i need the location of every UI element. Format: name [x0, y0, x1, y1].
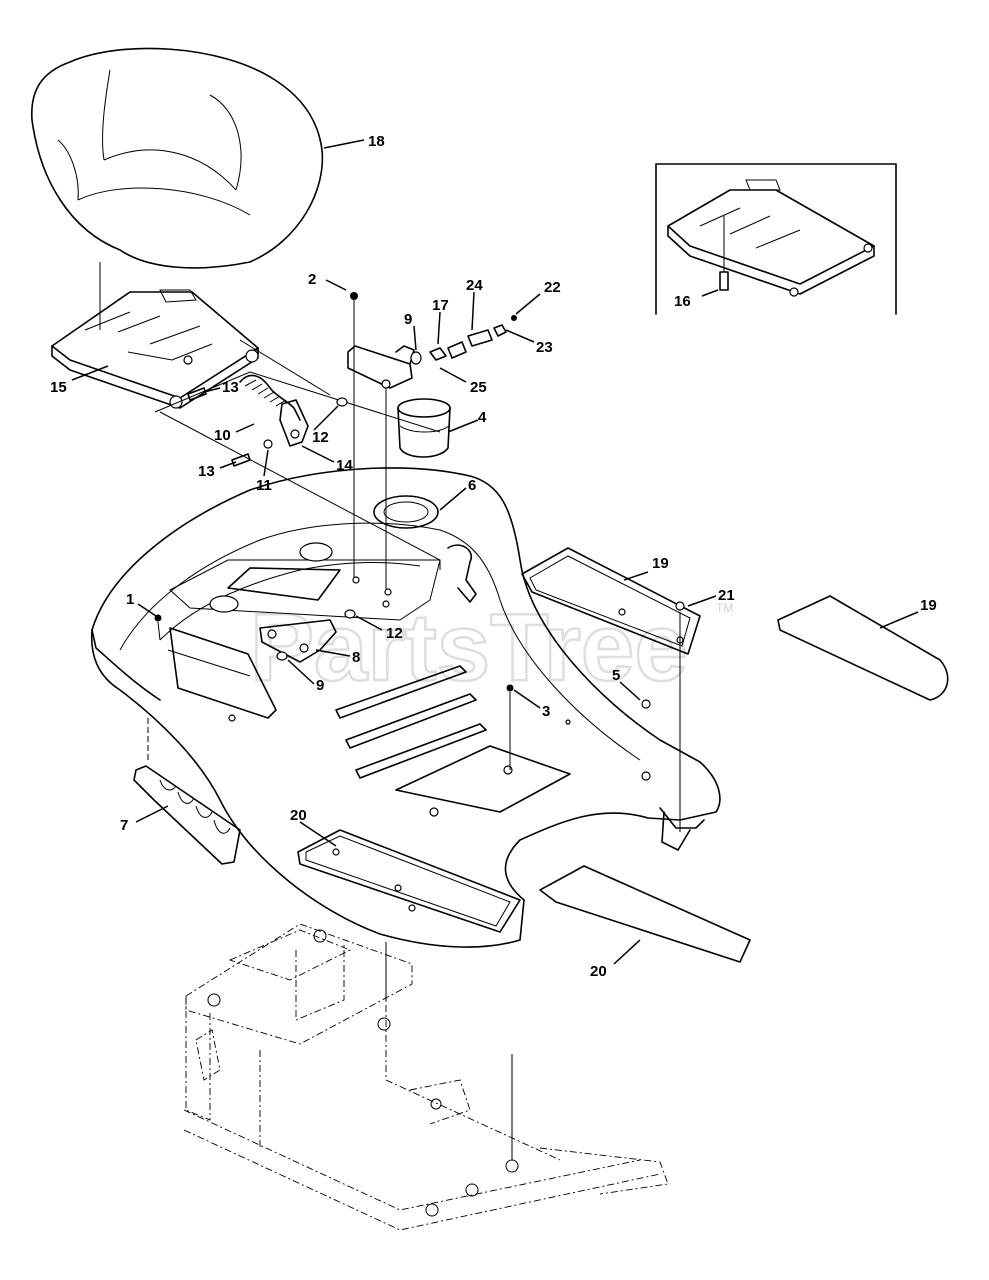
callout-6: 6 — [468, 477, 476, 494]
height-adjust-bracket — [133, 765, 241, 865]
chassis-frame — [183, 923, 669, 1231]
callout-9-upper: 9 — [404, 311, 412, 328]
seat-pan — [51, 289, 259, 409]
callout-8: 8 — [352, 649, 360, 666]
seat-cushion — [31, 47, 324, 269]
seat-bracket — [347, 315, 517, 389]
fender-body — [90, 467, 721, 948]
callout-16: 16 — [674, 293, 691, 310]
callout-22: 22 — [544, 279, 561, 296]
callout-labels: 18 16 2 9 17 24 22 23 25 15 13 10 12 4 1… — [50, 133, 937, 980]
callout-5: 5 — [612, 667, 620, 684]
watermark-trademark: TM — [716, 601, 733, 615]
callout-23: 23 — [536, 339, 553, 356]
callout-2: 2 — [308, 271, 316, 288]
callout-21: 21 — [718, 587, 735, 604]
callout-13-lower: 13 — [198, 463, 215, 480]
callout-7: 7 — [120, 817, 128, 834]
callout-20-loose: 20 — [590, 963, 607, 980]
callout-1: 1 — [126, 591, 134, 608]
callout-17: 17 — [432, 297, 449, 314]
callout-25: 25 — [470, 379, 487, 396]
callout-11: 11 — [256, 477, 272, 494]
callout-20-fender: 20 — [290, 807, 307, 824]
callout-19-fender: 19 — [652, 555, 669, 572]
callout-9-lower: 9 — [316, 677, 324, 694]
callout-19-loose: 19 — [920, 597, 937, 614]
inset-detail — [655, 163, 897, 315]
callout-15: 15 — [50, 379, 67, 396]
callout-10: 10 — [214, 427, 231, 444]
callout-24: 24 — [466, 277, 483, 294]
callout-12-lower: 12 — [386, 625, 403, 642]
callout-4: 4 — [478, 409, 487, 426]
foot-pad-19 — [521, 547, 949, 701]
foot-pad-20 — [297, 829, 751, 963]
callout-12-upper: 12 — [312, 429, 329, 446]
callout-14: 14 — [336, 457, 353, 474]
callout-18: 18 — [368, 133, 385, 150]
callout-3: 3 — [542, 703, 550, 720]
cup-holder — [397, 398, 451, 458]
callout-13-upper: 13 — [222, 379, 239, 396]
leader-lines — [71, 139, 919, 965]
seat-hinge-hardware — [187, 374, 348, 467]
